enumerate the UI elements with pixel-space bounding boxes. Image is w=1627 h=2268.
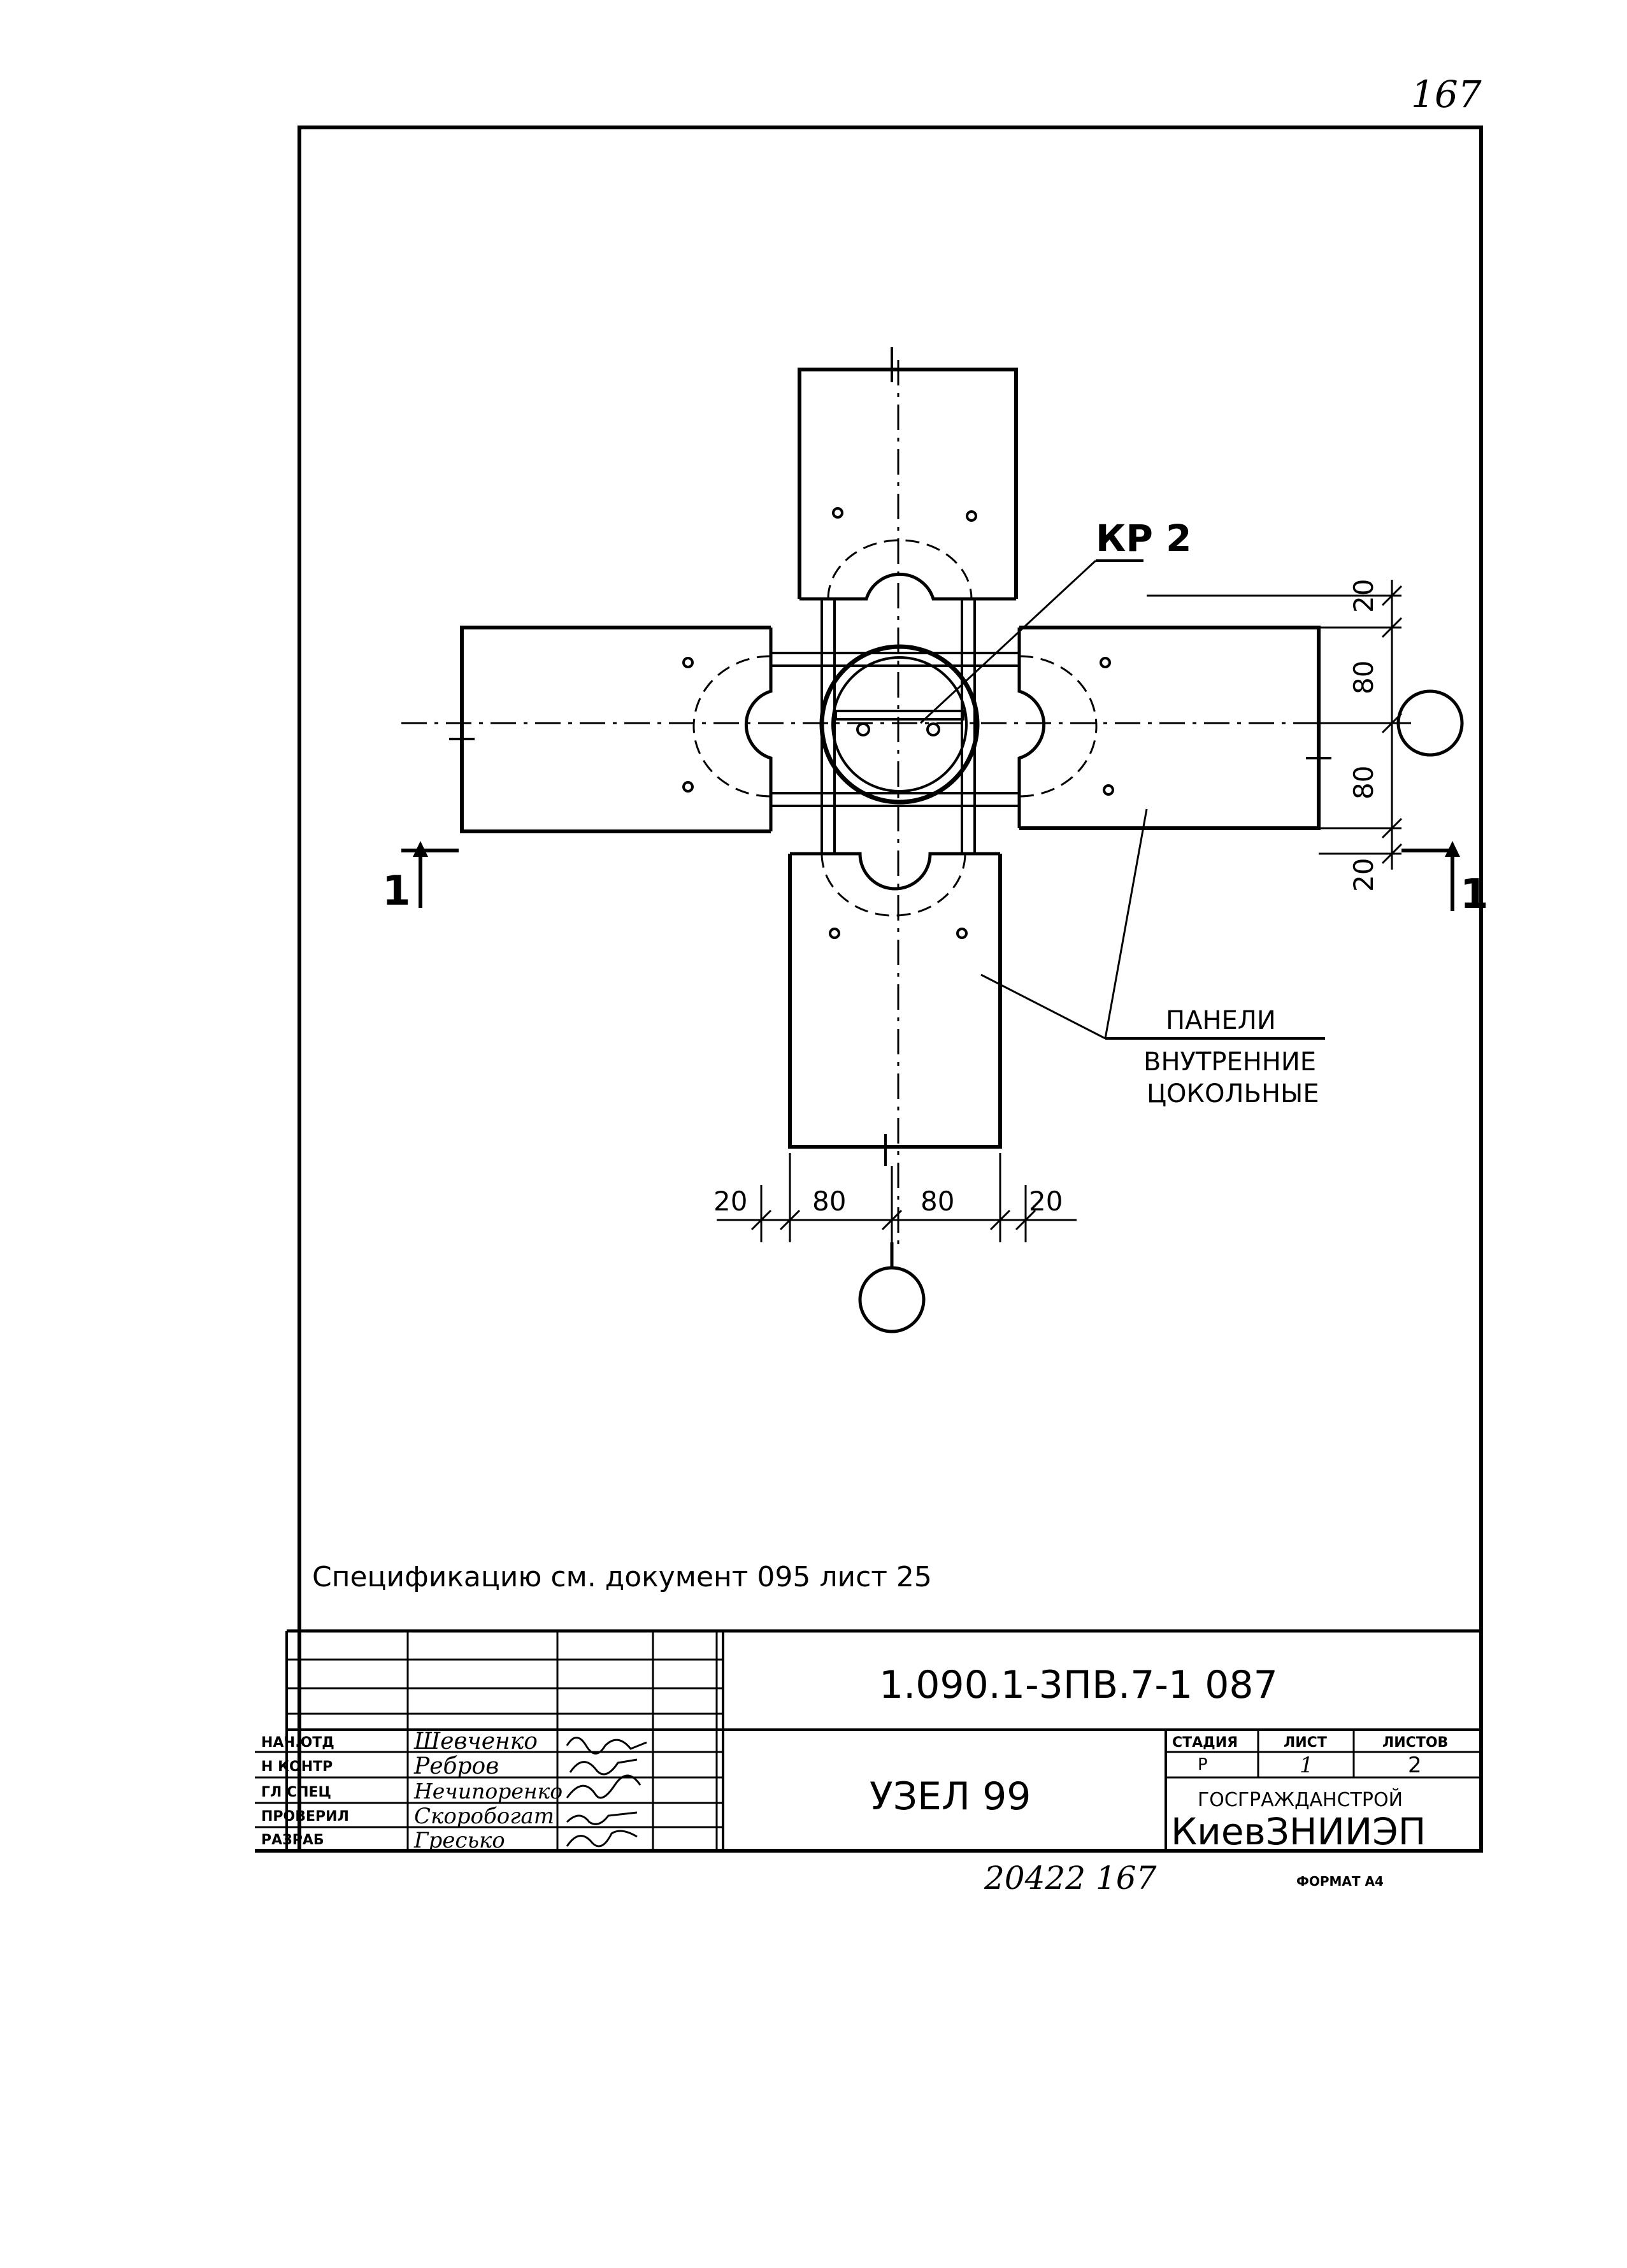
panel-note-line-2: ВНУТРЕННИЕ bbox=[1143, 1047, 1316, 1077]
panel-bottom bbox=[788, 852, 1002, 1166]
name-5: Гресько bbox=[413, 1828, 505, 1853]
dim-bottom-2: 80 bbox=[812, 1186, 846, 1217]
section-markers bbox=[401, 849, 1456, 911]
dim-right-3: 80 bbox=[1348, 766, 1379, 800]
name-2: Ребров bbox=[413, 1753, 499, 1779]
panel-note-line-1: ПАНЕЛИ bbox=[1166, 1006, 1276, 1035]
section-mark-left: 1 bbox=[382, 868, 411, 915]
sheet-header: ЛИСТ bbox=[1284, 1735, 1327, 1751]
panel-left bbox=[449, 626, 773, 833]
dimension-chain-bottom bbox=[717, 1153, 1077, 1242]
signatures bbox=[566, 1737, 647, 1848]
sheets-header: ЛИСТОВ bbox=[1382, 1735, 1448, 1751]
panel-note-line-3: ЦОКОЛЬНЫЕ bbox=[1147, 1079, 1319, 1109]
panel-top bbox=[798, 347, 1018, 601]
format-label: ФОРМАТ А4 bbox=[1296, 1874, 1384, 1889]
stage-value: Р bbox=[1198, 1755, 1208, 1774]
org-line-1: ГОСГРАЖДАНСТРОЙ bbox=[1198, 1788, 1403, 1811]
axis-marker-bottom bbox=[858, 1266, 926, 1333]
name-1: Шевченко bbox=[413, 1728, 538, 1755]
grid-axis-markers bbox=[858, 689, 1464, 1333]
org-line-2: КиевЗНИИЭП bbox=[1171, 1810, 1426, 1853]
sheet-value: 1 bbox=[1300, 1753, 1314, 1778]
dim-right-1: 20 bbox=[1348, 579, 1379, 613]
dim-bottom-1: 20 bbox=[713, 1186, 747, 1217]
dim-bottom-3: 80 bbox=[921, 1186, 954, 1217]
stage-header: СТАДИЯ bbox=[1172, 1735, 1238, 1751]
dim-right-2: 80 bbox=[1348, 661, 1379, 694]
section-mark-right: 1 bbox=[1460, 871, 1489, 918]
page-number-mark: 167 bbox=[1411, 73, 1482, 116]
role-2: Н КОНТР bbox=[261, 1759, 333, 1775]
spec-note: Спецификацию см. документ 095 лист 25 bbox=[312, 1561, 932, 1593]
name-4: Скоробогат bbox=[414, 1804, 554, 1829]
dimension-chain-right bbox=[1147, 580, 1403, 870]
role-5: РАЗРАБ bbox=[261, 1832, 324, 1848]
role-3: ГЛ СПЕЦ bbox=[261, 1784, 331, 1800]
dim-right-4: 20 bbox=[1348, 858, 1379, 892]
sheets-value: 2 bbox=[1408, 1753, 1422, 1778]
role-1: НАЧ.ОТД bbox=[261, 1735, 334, 1751]
title-block bbox=[255, 1629, 1481, 1853]
column-connection bbox=[819, 644, 980, 805]
bottom-number: 20422 167 bbox=[984, 1860, 1157, 1897]
role-4: ПРОВЕРИЛ bbox=[261, 1809, 349, 1825]
doc-code: 1.090.1-3ПВ.7-1 087 bbox=[879, 1663, 1278, 1707]
axis-marker-right bbox=[1396, 689, 1464, 757]
node-title: УЗЕЛ 99 bbox=[870, 1774, 1031, 1819]
kr2-label: КР 2 bbox=[1096, 517, 1191, 560]
node-drawing bbox=[401, 347, 1464, 1333]
drawing-labels: КР 2 ПАНЕЛИ ВНУТРЕННИЕ ЦОКОЛЬНЫЕ 1 1 20 … bbox=[382, 517, 1489, 1217]
name-3: Нечипоренко bbox=[413, 1779, 563, 1804]
panel-right bbox=[1017, 626, 1331, 830]
dim-bottom-4: 20 bbox=[1029, 1186, 1063, 1217]
title-block-text: 1.090.1-3ПВ.7-1 087 УЗЕЛ 99 НАЧ.ОТД Н КО… bbox=[261, 1663, 1448, 1853]
